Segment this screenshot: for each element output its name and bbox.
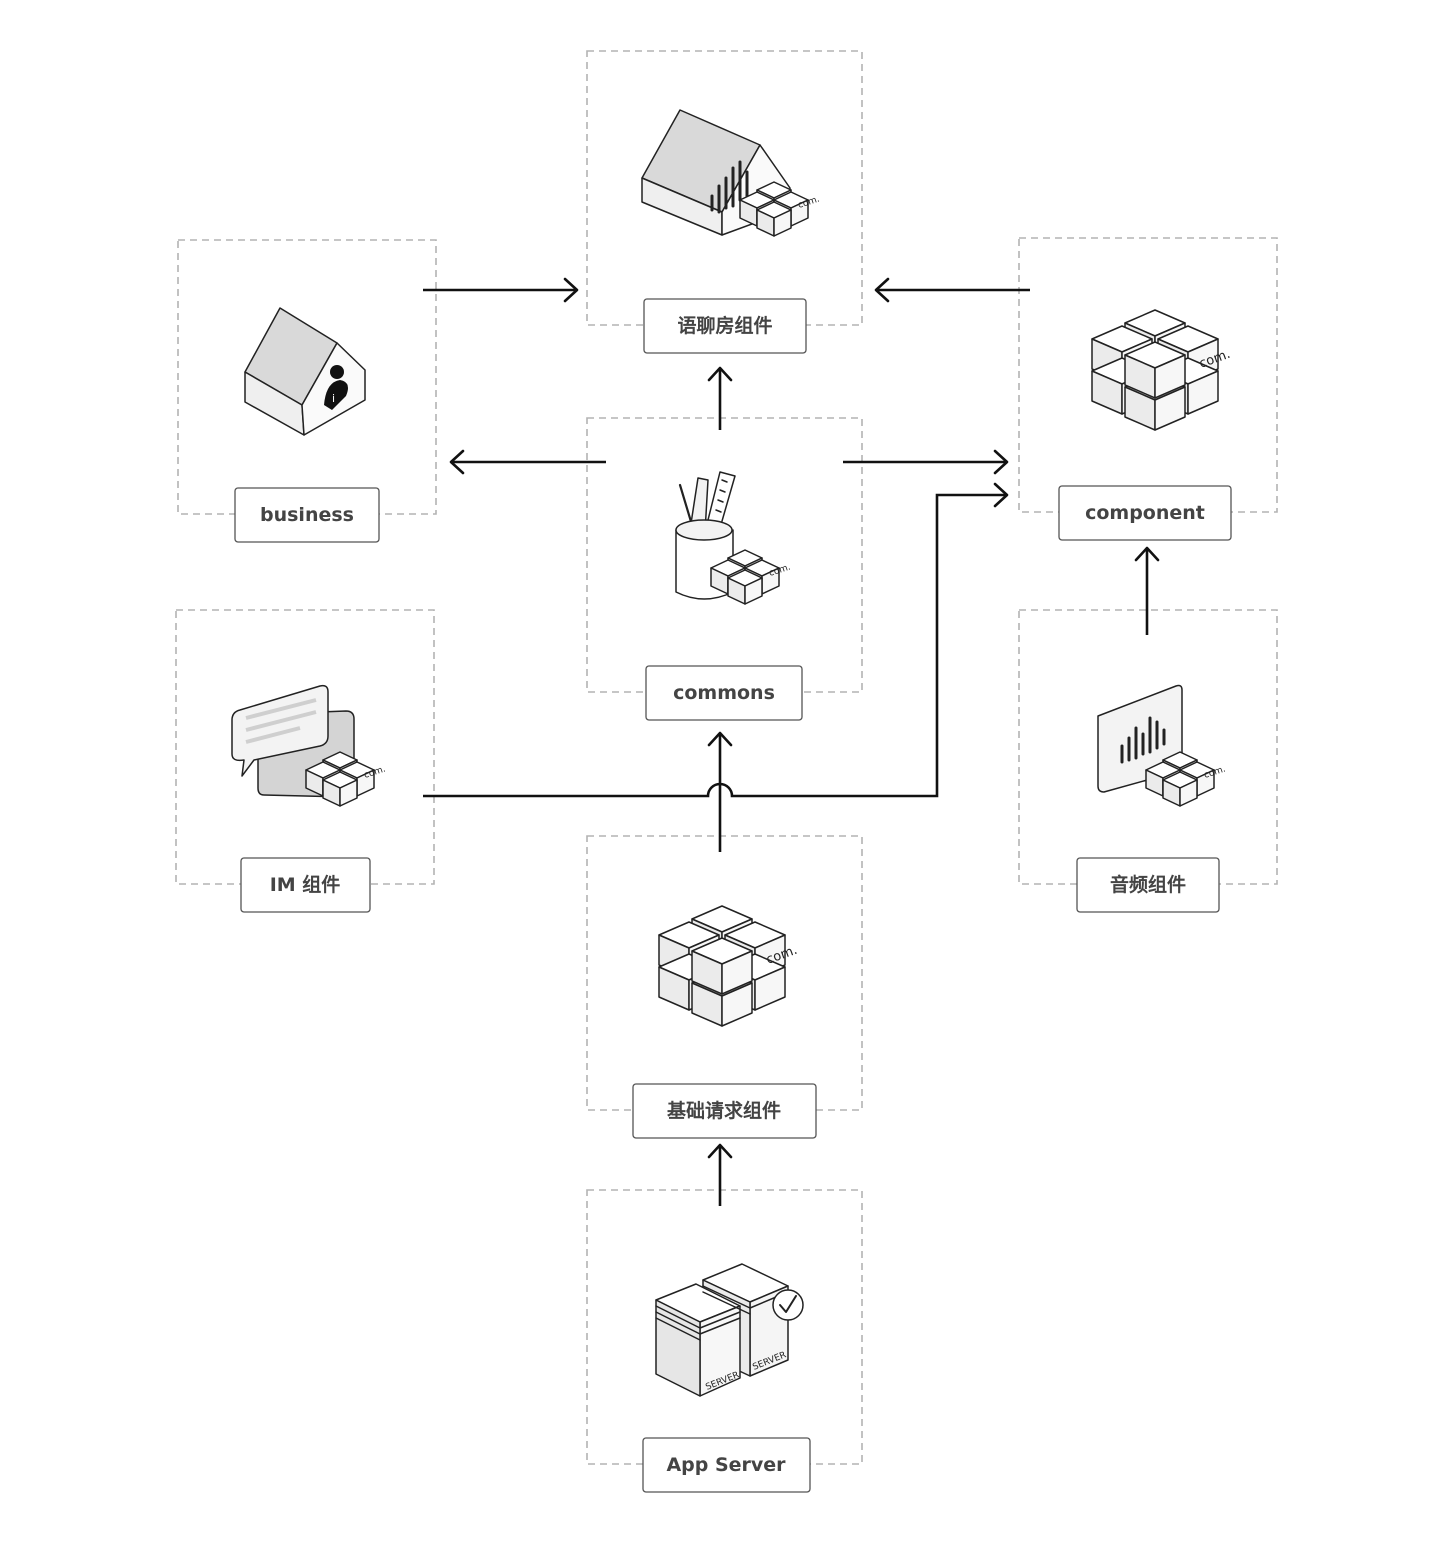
edge-business-to-yuliaofang bbox=[423, 277, 579, 303]
pencil-cup-module-icon bbox=[675, 471, 792, 604]
audio-panel-module-icon bbox=[1097, 684, 1227, 807]
svg-text:基础请求组件: 基础请求组件 bbox=[666, 1099, 781, 1122]
house-audio-module-icon bbox=[641, 109, 821, 236]
edge-commons-to-component bbox=[843, 449, 1009, 475]
servers-icon: SERVER SERVER bbox=[655, 1263, 804, 1397]
svg-text:音频组件: 音频组件 bbox=[1110, 873, 1186, 896]
house-user-icon: i bbox=[244, 307, 366, 436]
cube-cluster-icon bbox=[1092, 310, 1232, 430]
node-label-business: business bbox=[234, 487, 380, 543]
cube-cluster-icon bbox=[659, 906, 799, 1026]
edge-commons-to-yuliaofang bbox=[707, 366, 733, 430]
node-label-commons: commons bbox=[645, 665, 803, 721]
svg-text:i: i bbox=[332, 392, 335, 405]
svg-text:component: component bbox=[1085, 502, 1205, 524]
edge-component-to-yuliaofang bbox=[874, 277, 1030, 303]
svg-text:commons: commons bbox=[673, 682, 775, 704]
svg-text:语聊房组件: 语聊房组件 bbox=[677, 314, 772, 337]
svg-text:App Server: App Server bbox=[666, 1454, 786, 1476]
node-label-component: component bbox=[1058, 485, 1232, 541]
node-label-app-server: App Server bbox=[642, 1437, 811, 1493]
svg-text:IM 组件: IM 组件 bbox=[270, 873, 341, 896]
node-label-yuliaofang: 语聊房组件 bbox=[643, 298, 807, 354]
svg-text:business: business bbox=[260, 504, 354, 526]
edge-commons-to-business bbox=[449, 449, 606, 475]
edge-app-server-to-base-request bbox=[707, 1143, 733, 1206]
edge-im-to-component bbox=[423, 482, 1009, 798]
node-label-base-request: 基础请求组件 bbox=[632, 1083, 817, 1139]
node-label-im: IM 组件 bbox=[240, 857, 371, 913]
edge-base-request-to-commons bbox=[707, 731, 733, 852]
chat-bubbles-module-icon bbox=[231, 684, 387, 806]
edge-audio-to-component bbox=[1134, 546, 1160, 635]
node-label-audio: 音频组件 bbox=[1076, 857, 1220, 913]
